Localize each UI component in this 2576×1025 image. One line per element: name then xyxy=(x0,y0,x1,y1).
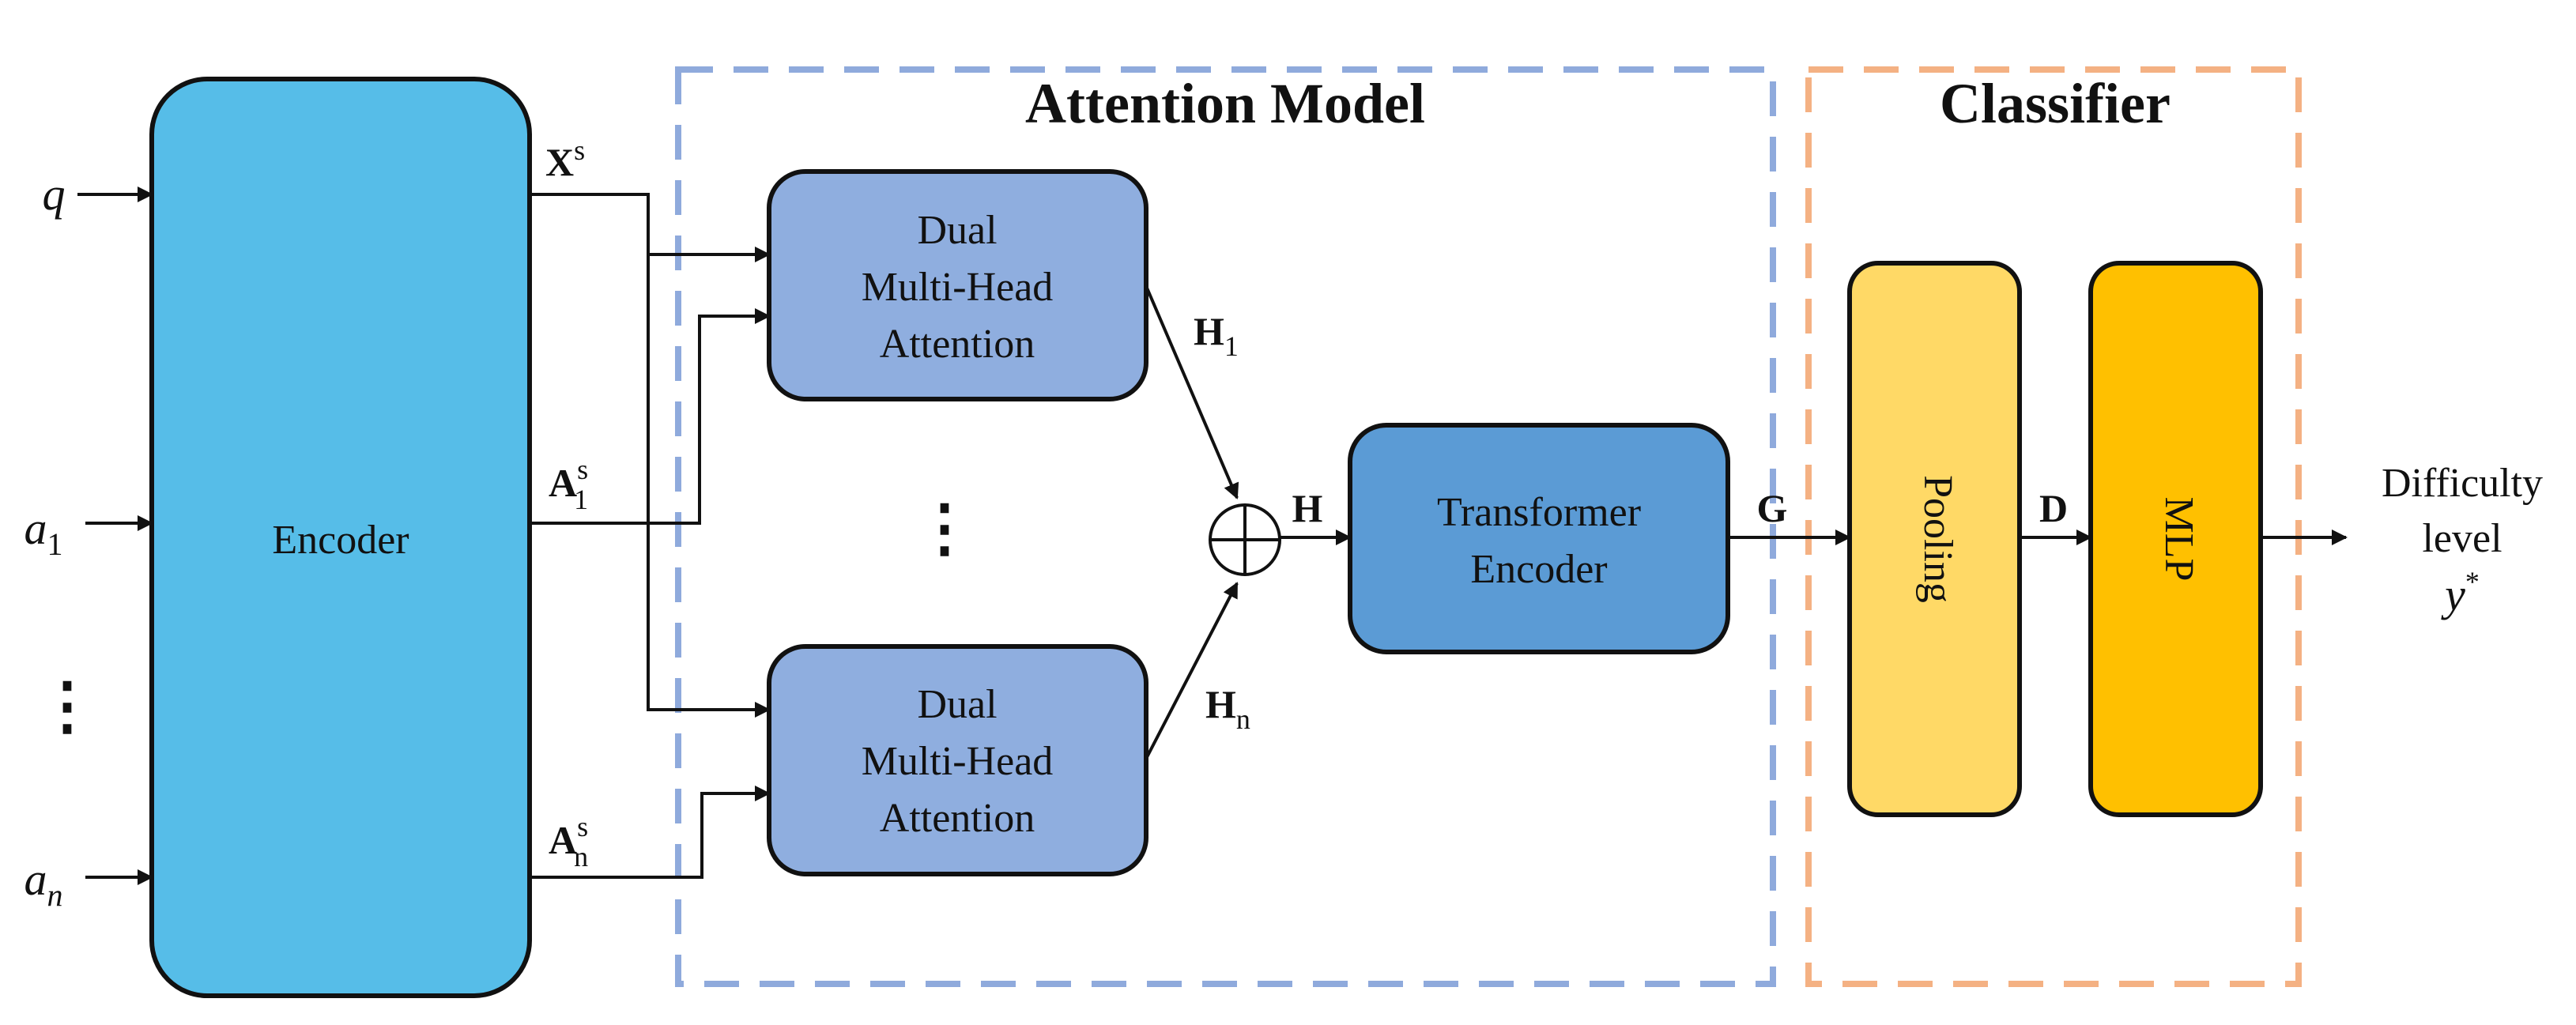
dual-attention-bottom-line3: Attention xyxy=(880,796,1035,841)
label-hn: Hn xyxy=(1205,682,1250,735)
edge-xs-to-top-attention xyxy=(530,193,771,262)
edge-h1-to-sum xyxy=(1145,285,1239,499)
edge-ans-to-bottom-attention xyxy=(530,786,771,879)
encoder-block xyxy=(149,77,532,998)
label-h: H xyxy=(1292,486,1323,530)
label-d: D xyxy=(2039,486,2068,530)
dual-attention-top-line3: Attention xyxy=(880,322,1035,367)
classifier-frame xyxy=(1805,66,2302,987)
encoder-label: Encoder xyxy=(272,518,409,563)
dual-attention-top-line1: Dual xyxy=(917,208,997,253)
input-dots: ⋮ xyxy=(36,672,99,741)
classifier-title: Classifier xyxy=(1940,72,2171,135)
pooling-label: Pooling xyxy=(1915,475,1960,603)
label-h1: H1 xyxy=(1194,309,1239,362)
output-y: y* xyxy=(2441,566,2480,620)
edge-xs-to-bottom-attention xyxy=(647,254,771,718)
input-a1: a1 xyxy=(25,503,63,562)
edge-a1s-to-top-attention xyxy=(530,308,771,525)
sum-node xyxy=(1209,503,1281,576)
dual-attention-bottom-line1: Dual xyxy=(917,682,997,727)
transformer-encoder-block xyxy=(1348,423,1730,654)
transformer-encoder-line2: Encoder xyxy=(1470,547,1607,592)
attention-model-frame xyxy=(675,66,1776,987)
dual-attention-bottom-line2: Multi-Head xyxy=(862,739,1054,784)
input-q: q xyxy=(43,168,66,220)
label-xs: Xs xyxy=(545,134,585,184)
label-g: G xyxy=(1757,486,1788,530)
transformer-encoder-line1: Transformer xyxy=(1437,490,1641,535)
attention-model-title: Attention Model xyxy=(1025,72,1425,135)
attention-dots: ⋮ xyxy=(913,494,976,563)
mlp-label: MLP xyxy=(2156,497,2201,582)
input-an: an xyxy=(25,854,63,913)
dual-attention-block-top xyxy=(767,169,1148,401)
edge-hn-to-sum xyxy=(1145,582,1239,759)
dual-attention-block-bottom xyxy=(767,644,1148,876)
dual-attention-top-line2: Multi-Head xyxy=(862,265,1054,310)
output-line2: level xyxy=(2422,516,2502,561)
output-line1: Difficulty xyxy=(2382,461,2543,506)
